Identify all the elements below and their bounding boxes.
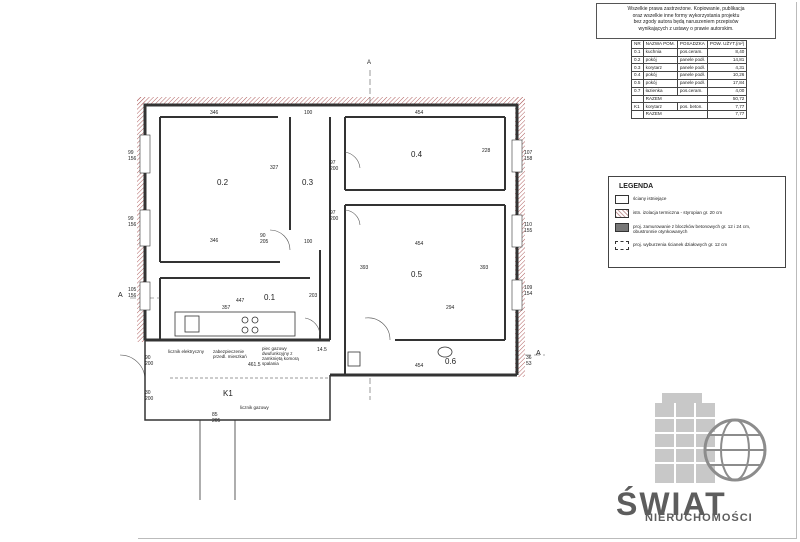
dimension-label: 357 bbox=[222, 305, 231, 311]
dimension-label: 107 158 bbox=[524, 150, 533, 162]
notice-line: bez zgody autora będą naruszeniem przepi… bbox=[633, 19, 739, 25]
room-label-0-5: 0.5 bbox=[411, 270, 423, 279]
notice-line: wynikających z ustawy o prawie autorskim… bbox=[638, 25, 734, 32]
legend-swatch bbox=[615, 195, 629, 204]
room-label-0-3: 0.3 bbox=[302, 178, 314, 187]
room-label-0-4: 0.4 bbox=[411, 150, 423, 159]
dimension-label: 393 bbox=[360, 265, 369, 271]
dimension-label: 100 bbox=[304, 110, 313, 116]
dimension-label: 327 bbox=[270, 165, 279, 171]
dimension-label: 99 156 bbox=[128, 150, 137, 162]
dimension-label: 346 bbox=[210, 110, 219, 116]
dimension-label: 454 bbox=[415, 110, 424, 116]
windows bbox=[139, 134, 523, 311]
dimension-label: 90 200 bbox=[145, 355, 154, 367]
bathroom-fixtures bbox=[347, 346, 453, 367]
dimension-label: 203 bbox=[309, 293, 318, 299]
dimension-label: 30 200 bbox=[145, 390, 154, 402]
notice-line: oraz wszelkie inne formy wykorzystania p… bbox=[632, 12, 740, 19]
dimension-label: 346 bbox=[210, 238, 219, 244]
annotation-label: zabezpieczenie przedl. mieszkań bbox=[213, 349, 247, 359]
room-area-table: NR NAZWA POM. POSADZKA POW. UŻYT.(m²) 0.… bbox=[631, 40, 748, 119]
legend-swatch bbox=[615, 241, 629, 250]
brand-building-logo bbox=[655, 393, 767, 483]
table-cell: 7,77 bbox=[706, 110, 748, 119]
dimension-label: 228 bbox=[482, 148, 491, 154]
legend-label: proj. wyburzenia ścianek działowych gr. … bbox=[633, 242, 728, 247]
section-marker: A bbox=[118, 292, 123, 299]
annotation-label: piec gazowy dwufunkcyjny z zamkniętą kom… bbox=[262, 346, 299, 366]
legend-label: proj. zamurowanie z bloczków betonowych … bbox=[633, 224, 751, 234]
section-marker: A bbox=[536, 350, 541, 357]
legend-item: istn. izolacja termiczna - styropian gr.… bbox=[615, 209, 783, 219]
brand-name: ŚWIAT bbox=[616, 486, 727, 522]
drawing-border bbox=[138, 2, 797, 539]
door-swings bbox=[119, 151, 391, 381]
room-label-0-1: 0.1 bbox=[264, 293, 276, 302]
dimension-label: 90 205 bbox=[260, 233, 269, 245]
legend-label: ściany istniejące bbox=[633, 196, 667, 201]
legend-item: ściany istniejące bbox=[615, 195, 783, 205]
kitchen-counter bbox=[174, 311, 296, 337]
dimension-label: 447 bbox=[236, 298, 245, 304]
legend-swatch bbox=[615, 223, 629, 232]
copyright-notice: Wszelkie prawa zastrzeżone. Kopiowanie, … bbox=[596, 3, 776, 39]
dimension-label: 97 200 bbox=[330, 160, 339, 172]
section-marker: A bbox=[367, 60, 372, 66]
room-label-0-2: 0.2 bbox=[217, 178, 229, 187]
dimension-label: 294 bbox=[446, 305, 455, 311]
notice-line: Wszelkie prawa zastrzeżone. Kopiowanie, … bbox=[627, 6, 745, 12]
interior-walls bbox=[159, 116, 506, 375]
dimension-label: 85 205 bbox=[212, 412, 221, 424]
legend-title: LEGENDA bbox=[619, 183, 654, 190]
dimension-label: 97 200 bbox=[330, 210, 339, 222]
room-label-0-6: 0.6 bbox=[445, 357, 457, 366]
annotation-label: licznik gazowy bbox=[240, 405, 269, 410]
dimension-label: 99 156 bbox=[128, 216, 137, 228]
legend-swatch bbox=[615, 209, 629, 218]
annotation-label: licznik elektryczny bbox=[168, 349, 205, 354]
legend-item: proj. zamurowanie z bloczków betonowych … bbox=[615, 223, 783, 234]
corridor-k1 bbox=[144, 340, 331, 500]
dimension-label: 454 bbox=[415, 241, 424, 247]
legend-box: LEGENDA ściany istniejące istn. izolacja… bbox=[608, 176, 786, 268]
brand-subtitle: NIERUCHOMOŚCI bbox=[645, 512, 753, 524]
room-label-k1: K1 bbox=[223, 389, 233, 398]
dimension-label: 393 bbox=[480, 265, 489, 271]
dimension-label: 14.5 bbox=[317, 347, 327, 353]
legend-label: istn. izolacja termiczna - styropian gr.… bbox=[633, 210, 723, 215]
dimension-label: 109 154 bbox=[524, 285, 533, 297]
dimension-label: 454 bbox=[415, 363, 424, 369]
dimension-label: 100 bbox=[304, 239, 313, 245]
legend-item: proj. wyburzenia ścianek działowych gr. … bbox=[615, 241, 783, 251]
dimension-label: 461.5 bbox=[248, 362, 261, 368]
dimension-label: 36 53 bbox=[526, 355, 532, 367]
dimension-label: 105 156 bbox=[128, 287, 137, 299]
dimension-label: 110 155 bbox=[524, 222, 533, 234]
